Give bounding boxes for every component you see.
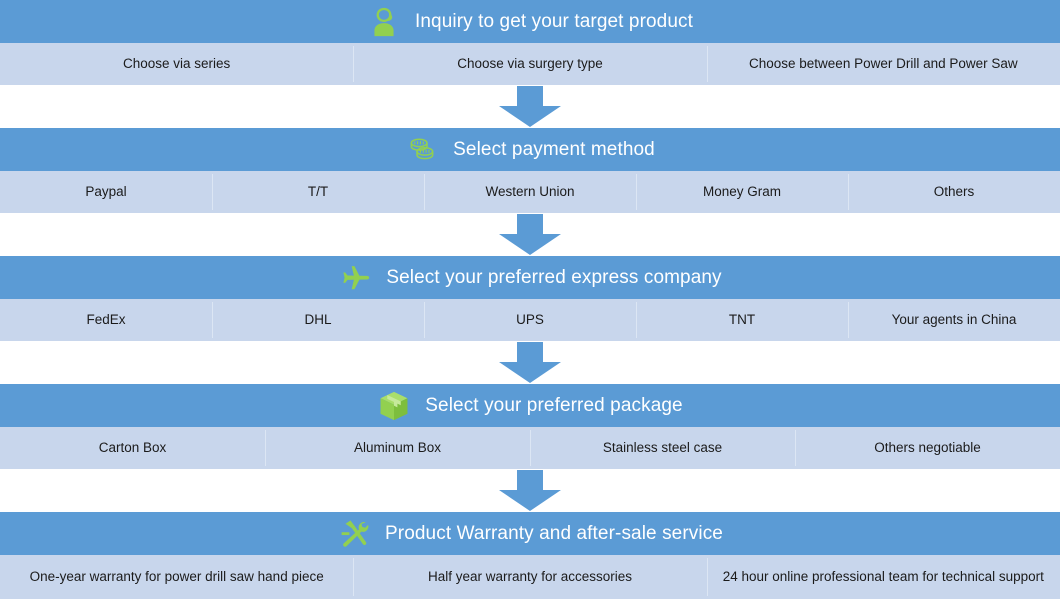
section-package: Select your preferred package Carton Box… bbox=[0, 384, 1060, 469]
section-header-express: Select your preferred express company bbox=[0, 256, 1060, 299]
connector-gap bbox=[0, 85, 1060, 128]
option-item[interactable]: Half year warranty for accessories bbox=[353, 555, 706, 599]
option-item[interactable]: 24 hour online professional team for tec… bbox=[706, 555, 1060, 599]
options-row-package: Carton Box Aluminum Box Stainless steel … bbox=[0, 427, 1060, 469]
option-item[interactable]: Choose via series bbox=[123, 56, 231, 72]
option-item[interactable]: TNT bbox=[636, 299, 848, 341]
connector-gap bbox=[0, 341, 1060, 384]
section-title: Select your preferred package bbox=[425, 395, 683, 416]
option-item[interactable]: UPS bbox=[424, 299, 636, 341]
hammer-wrench-icon bbox=[337, 517, 371, 551]
option-item[interactable]: Carton Box bbox=[98, 440, 167, 456]
coins-icon bbox=[405, 133, 439, 167]
option-item[interactable]: Aluminum Box bbox=[265, 427, 530, 469]
option-item[interactable]: One-year warranty for power drill saw ha… bbox=[29, 569, 324, 585]
down-arrow-icon bbox=[497, 214, 563, 256]
options-row-express: FedEx DHL UPS TNT Your agents in China bbox=[0, 299, 1060, 341]
section-title: Select payment method bbox=[453, 139, 655, 160]
option-item[interactable]: DHL bbox=[212, 299, 424, 341]
option-item[interactable]: Others negotiable bbox=[795, 427, 1060, 469]
option-item[interactable]: FedEx bbox=[86, 312, 126, 328]
options-row-payment: Paypal T/T Western Union Money Gram Othe… bbox=[0, 171, 1060, 213]
down-arrow-icon bbox=[497, 470, 563, 512]
section-inquiry: Inquiry to get your target product Choos… bbox=[0, 0, 1060, 85]
customer-service-agent-icon bbox=[367, 5, 401, 39]
section-express: Select your preferred express company Fe… bbox=[0, 256, 1060, 341]
down-arrow-icon bbox=[497, 86, 563, 128]
section-title: Select your preferred express company bbox=[386, 267, 722, 288]
option-item[interactable]: Choose between Power Drill and Power Saw bbox=[706, 43, 1060, 85]
option-item[interactable]: Money Gram bbox=[636, 171, 848, 213]
section-header-inquiry: Inquiry to get your target product bbox=[0, 0, 1060, 43]
section-header-warranty: Product Warranty and after-sale service bbox=[0, 512, 1060, 555]
section-title: Product Warranty and after-sale service bbox=[385, 523, 723, 544]
package-box-icon bbox=[377, 389, 411, 423]
section-warranty: Product Warranty and after-sale service … bbox=[0, 512, 1060, 599]
connector-gap bbox=[0, 469, 1060, 512]
option-item[interactable]: Western Union bbox=[424, 171, 636, 213]
option-item[interactable]: Your agents in China bbox=[848, 299, 1060, 341]
option-item[interactable]: Choose via surgery type bbox=[353, 43, 706, 85]
down-arrow-icon bbox=[497, 342, 563, 384]
option-item[interactable]: Others bbox=[848, 171, 1060, 213]
option-item[interactable]: Paypal bbox=[85, 184, 127, 200]
airplane-icon bbox=[338, 261, 372, 295]
section-payment: Select payment method Paypal T/T Western… bbox=[0, 128, 1060, 213]
option-item[interactable]: Stainless steel case bbox=[530, 427, 795, 469]
section-header-package: Select your preferred package bbox=[0, 384, 1060, 427]
options-row-warranty: One-year warranty for power drill saw ha… bbox=[0, 555, 1060, 599]
section-title: Inquiry to get your target product bbox=[415, 11, 693, 32]
section-header-payment: Select payment method bbox=[0, 128, 1060, 171]
connector-gap bbox=[0, 213, 1060, 256]
option-item[interactable]: T/T bbox=[212, 171, 424, 213]
options-row-inquiry: Choose via series Choose via surgery typ… bbox=[0, 43, 1060, 85]
